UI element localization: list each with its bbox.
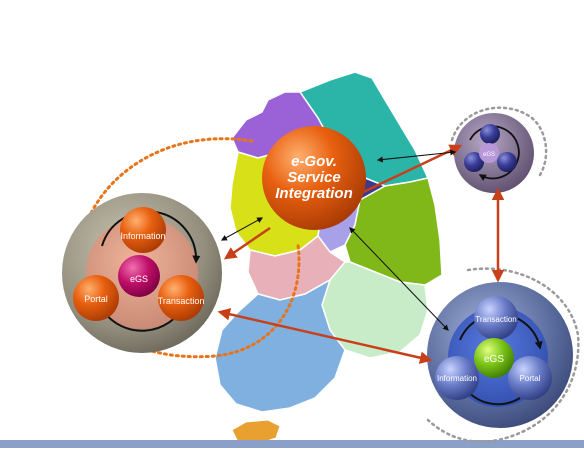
- arrow-hub-to-bottom-right-thin: [349, 227, 449, 331]
- arrow-hub-to-left-thin: [220, 217, 264, 241]
- bottom-right-orbit-dotted: [426, 267, 580, 443]
- hub: e-Gov. Service Integration: [262, 126, 366, 230]
- bottom-right-node-transaction-label: Transaction: [475, 315, 517, 324]
- left-center-label: eGS: [130, 274, 148, 284]
- left-node-portal-label: Portal: [84, 294, 108, 304]
- bottom-right-center-egs[interactable]: [474, 338, 514, 378]
- left-node-transaction-label: Transaction: [158, 296, 205, 306]
- arrow-left-to-bottom-right: [217, 308, 433, 364]
- bottom-right-cluster: Transaction Information Portal eGS: [427, 282, 573, 428]
- hub-title-line2: Service: [287, 169, 340, 186]
- bottom-bar: [0, 440, 584, 448]
- left-center-egs[interactable]: [118, 255, 160, 297]
- korea-map: [214, 71, 443, 445]
- left-node-transaction[interactable]: [158, 275, 204, 321]
- left-node-portal[interactable]: [73, 275, 119, 321]
- bottom-right-node-portal[interactable]: [508, 356, 552, 400]
- bottom-right-node-portal-label: Portal: [520, 374, 541, 383]
- left-cluster: Information Portal Transaction eGS: [62, 193, 222, 353]
- hub-circle[interactable]: [262, 126, 366, 230]
- left-node-information-label: Information: [120, 231, 165, 241]
- hub-title-line1: e-Gov.: [291, 153, 337, 170]
- bottom-right-node-information[interactable]: [435, 356, 479, 400]
- top-right-center-label: eGS: [483, 152, 495, 158]
- top-right-cluster: eGS: [454, 113, 534, 193]
- top-right-node-left[interactable]: [464, 152, 484, 172]
- arrow-hub-to-top-right-thin: [376, 149, 457, 163]
- top-right-orbit-dotted: [450, 106, 548, 177]
- left-node-information[interactable]: [120, 207, 166, 253]
- top-right-node-top[interactable]: [480, 124, 500, 144]
- bottom-right-center-label: eGS: [484, 354, 504, 365]
- bottom-right-node-information-label: Information: [437, 374, 477, 383]
- top-right-node-right[interactable]: [497, 152, 517, 172]
- hub-title-line3: Integration: [275, 185, 353, 202]
- top-right-center-egs[interactable]: [479, 143, 499, 163]
- bottom-right-node-transaction[interactable]: [474, 296, 518, 340]
